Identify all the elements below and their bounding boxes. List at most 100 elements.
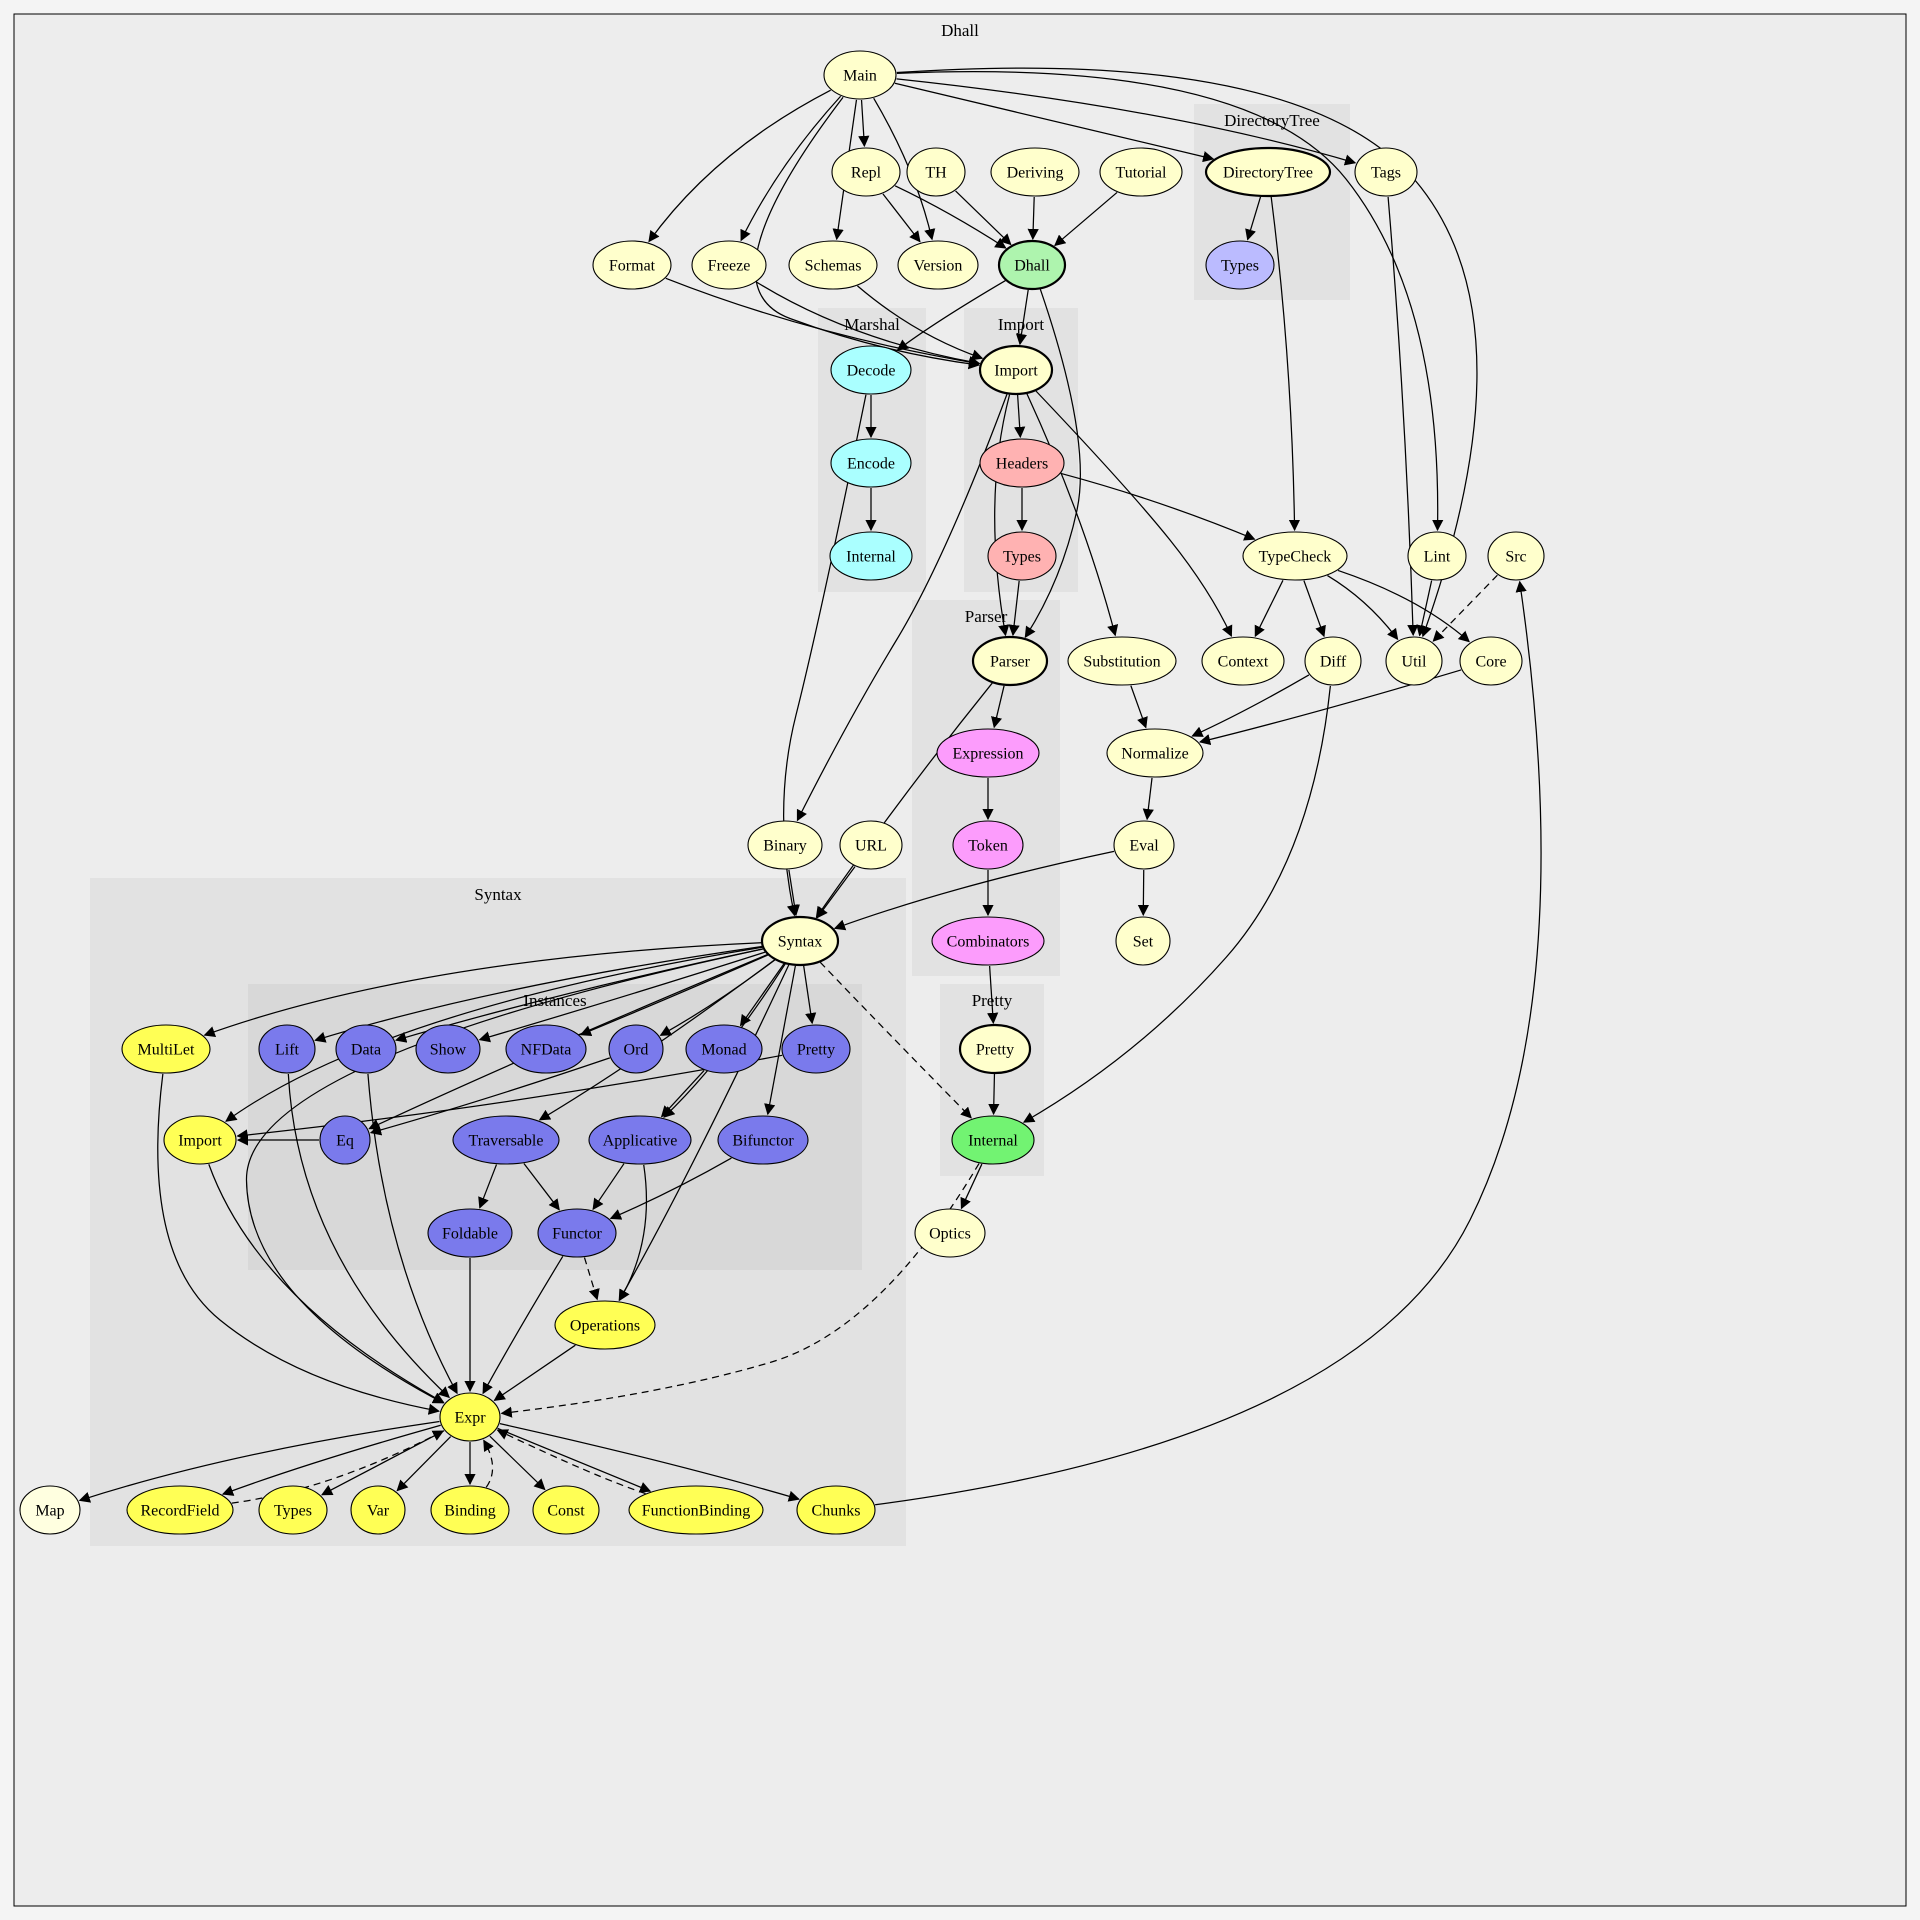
node-ellipse-p_pretty — [958, 1023, 1032, 1075]
edge-expr-map — [78, 1420, 440, 1503]
node-ellipse-util — [1385, 636, 1443, 686]
node-label-main: Main — [843, 68, 877, 85]
node-ellipse-tags — [1354, 147, 1418, 197]
node-binary: Binary — [747, 820, 823, 870]
node-label-url: URL — [855, 838, 887, 855]
node-label-set: Set — [1133, 934, 1154, 951]
node-ellipse-lint — [1407, 531, 1467, 581]
node-label-multilet: MultiLet — [138, 1042, 195, 1059]
edge-dhall-decode — [896, 280, 1006, 351]
edge-parser-expression — [991, 685, 1005, 729]
node-label-applicative: Applicative — [603, 1133, 678, 1150]
node-label-directorytree: DirectoryTree — [1223, 165, 1313, 182]
node-ellipse-optics — [914, 1208, 986, 1258]
node-ellipse-eq — [319, 1115, 371, 1165]
node-ellipse-th — [906, 147, 966, 197]
node-recordfield: RecordField — [126, 1485, 234, 1535]
node-label-version: Version — [914, 258, 963, 275]
node-label-functor: Functor — [552, 1226, 602, 1243]
node-context: Context — [1201, 636, 1285, 686]
node-label-tutorial: Tutorial — [1116, 165, 1168, 182]
edge-src-util — [1432, 574, 1498, 642]
node-ellipse-i_types — [987, 531, 1057, 581]
edge-dhall-parser — [1024, 289, 1081, 639]
edge-syntax-expr — [245, 948, 764, 1404]
edge-p_internal-optics — [960, 1163, 983, 1210]
node-ellipse-tutorial — [1099, 147, 1183, 197]
node-ellipse-i_pretty — [781, 1024, 851, 1074]
edge-functor-operations — [583, 1257, 600, 1301]
node-label-operations: Operations — [570, 1318, 640, 1335]
node-ellipse-chunks — [796, 1485, 876, 1535]
node-ellipse-show — [415, 1024, 481, 1074]
node-label-context: Context — [1218, 654, 1269, 671]
node-label-repl: Repl — [851, 165, 882, 182]
edge-p_pretty-p_internal — [988, 1073, 1000, 1116]
edge-m_import-parser — [994, 394, 1011, 637]
node-chunks: Chunks — [796, 1485, 876, 1535]
node-ellipse-version — [897, 240, 979, 290]
node-ellipse-m_import — [978, 344, 1054, 396]
edge-main-util — [896, 67, 1478, 638]
node-label-combinators: Combinators — [947, 934, 1030, 951]
node-label-bifunctor: Bifunctor — [732, 1133, 794, 1150]
node-ellipse-directorytree — [1204, 146, 1332, 198]
node-label-typecheck: TypeCheck — [1259, 549, 1332, 566]
edge-binary-syntax — [788, 869, 800, 917]
edge-operations-expr — [493, 1344, 576, 1401]
node-traversable: Traversable — [452, 1115, 560, 1165]
node-label-data: Data — [351, 1042, 381, 1059]
node-label-var: Var — [367, 1503, 390, 1520]
edge-expr-s_types — [321, 1430, 445, 1496]
edge-m_import-substitution — [1026, 393, 1119, 637]
node-label-nfdata: NFData — [521, 1042, 572, 1059]
node-label-p_pretty: Pretty — [976, 1042, 1014, 1059]
node-ellipse-data — [335, 1024, 397, 1074]
edge-s_import-expr — [208, 1164, 445, 1403]
node-eq: Eq — [319, 1115, 371, 1165]
node-ellipse-dhall — [997, 239, 1067, 291]
edge-bifunctor-functor — [609, 1157, 732, 1220]
node-headers: Headers — [979, 438, 1065, 488]
edge-dhall-m_import — [1015, 289, 1029, 346]
edge-main-m_import — [754, 96, 980, 370]
cluster-label-import: Import — [998, 315, 1045, 334]
node-ellipse-functor — [537, 1208, 617, 1258]
edge-lift-expr — [287, 1073, 450, 1399]
node-src: Src — [1487, 531, 1545, 581]
edge-th-dhall — [955, 190, 1012, 246]
node-label-show: Show — [430, 1042, 467, 1059]
node-expr: Expr — [439, 1392, 501, 1442]
node-label-traversable: Traversable — [469, 1133, 544, 1150]
node-ellipse-context — [1201, 636, 1285, 686]
node-label-p_internal: Internal — [968, 1133, 1018, 1150]
edge-diff-normalize — [1191, 674, 1310, 737]
node-combinators: Combinators — [931, 916, 1045, 966]
node-ellipse-const — [532, 1485, 600, 1535]
node-label-eq: Eq — [336, 1133, 354, 1150]
node-ellipse-syntax — [760, 915, 840, 967]
node-label-token: Token — [968, 838, 1008, 855]
cluster-label-dhall: Dhall — [941, 21, 979, 40]
edge-directorytree-typecheck — [1270, 196, 1301, 532]
node-label-parser: Parser — [990, 654, 1031, 671]
node-ellipse-freeze — [691, 240, 767, 290]
node-label-dt_types: Types — [1221, 258, 1259, 275]
node-functor: Functor — [537, 1208, 617, 1258]
edge-i_types-parser — [1008, 580, 1020, 637]
node-syntax: Syntax — [760, 915, 840, 967]
edge-eval-syntax — [833, 850, 1115, 931]
node-functionbinding: FunctionBinding — [628, 1485, 764, 1535]
node-dhall: Dhall — [997, 239, 1067, 291]
edge-tags-util — [1387, 196, 1419, 637]
node-ellipse-repl — [831, 147, 901, 197]
edge-binding-expr — [483, 1439, 494, 1488]
node-version: Version — [897, 240, 979, 290]
node-ellipse-eval — [1113, 820, 1175, 870]
node-label-s_types: Types — [274, 1503, 312, 1520]
node-label-schemas: Schemas — [805, 258, 862, 275]
edge-substitution-normalize — [1130, 685, 1148, 729]
node-label-decode: Decode — [847, 363, 896, 380]
edge-repl-version — [882, 193, 921, 243]
